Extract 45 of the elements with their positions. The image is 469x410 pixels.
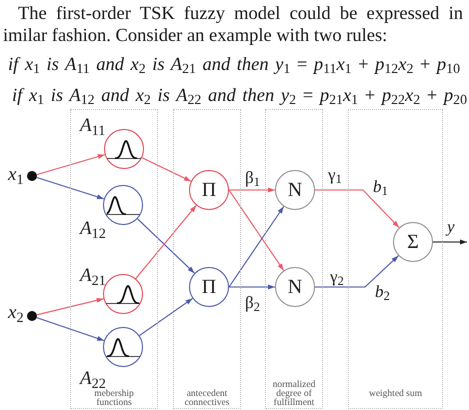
arrow (142, 157, 192, 182)
ascending-arrow (228, 206, 284, 288)
edge-label: β$_{2}$ (245, 294, 260, 311)
normalization-node (275, 170, 315, 210)
paragraph: The first-order TSK fuzzy model could be expressed in imilar fashion. Consider an example with two rules: (3, 3, 463, 47)
layer-caption: weighted sum (368, 390, 424, 399)
arrow (36, 154, 105, 176)
layer-caption: antecedent connectives (184, 390, 230, 408)
weight-label: b$_{2}$ (375, 283, 390, 300)
edge-label: β$_{1}$ (245, 169, 260, 186)
arrow (315, 189, 400, 228)
operator-symbol: N (288, 277, 302, 297)
input-label: x$_{2}$ (8, 303, 24, 322)
membership-label: A$_{11}$ (80, 116, 106, 135)
sum-node (393, 222, 433, 262)
arrow (137, 218, 195, 274)
layer-panel (265, 109, 323, 409)
layer-caption: mebership functions (93, 390, 135, 408)
output-arrow (433, 240, 467, 244)
layer-panel (70, 109, 158, 409)
arrow (229, 284, 275, 290)
operator-symbol: Π (202, 180, 216, 200)
arrow (36, 298, 104, 316)
operator-symbol: N (288, 180, 302, 200)
operator-symbol: Σ (407, 232, 419, 252)
rule-text: if x$_{1}$ is A$_{11}$ and x$_{2}$ is A$_{21}$ and then y$_{1}$ = p$_{11}$x$_{1}$ + p$_{12}$x$_{2}$ + p$_{10}$ (8, 54, 460, 77)
arrow (135, 205, 197, 279)
operator-symbol: Π (202, 277, 216, 297)
input-label: x$_{1}$ (8, 165, 24, 184)
normalization-node (275, 267, 315, 307)
membership-label: A$_{21}$ (80, 266, 106, 285)
arrow (36, 176, 104, 200)
weight-label: b$_{1}$ (373, 178, 388, 195)
arrow (139, 298, 193, 336)
arrow (315, 255, 399, 288)
arrow (229, 188, 275, 192)
rule-text: if x$_{1}$ is A$_{12}$ and x$_{2}$ is A$_{22}$ and then y$_{2}$ = p$_{21}$x$_{1}$ + p$_{22}$x$_{2}$ + p$_{20}$ (12, 85, 467, 108)
arrow (36, 317, 104, 342)
product-node (189, 267, 229, 307)
descending-arrow (228, 190, 284, 271)
layer-panel (173, 109, 241, 409)
product-node (189, 170, 229, 210)
layer-caption: normalized degree of fulfillment (272, 381, 316, 408)
membership-label: A$_{12}$ (80, 219, 106, 238)
membership-label: A$_{22}$ (80, 369, 106, 388)
